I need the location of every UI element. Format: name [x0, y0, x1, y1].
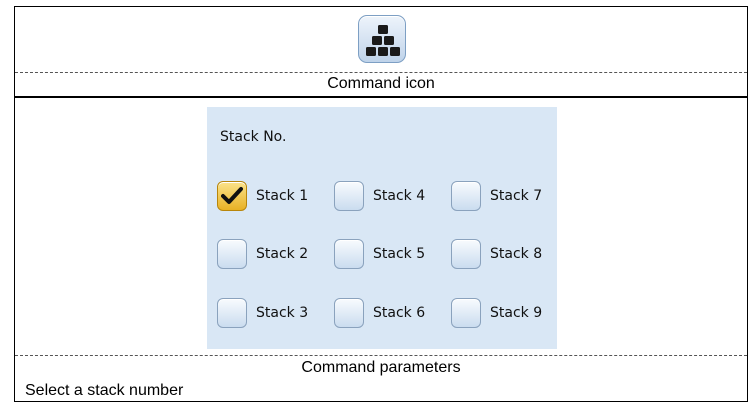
checkbox-checked-box[interactable]	[217, 181, 247, 211]
figure-frame: Command icon Stack No. Stack 1 Stack 2 S…	[14, 6, 748, 402]
stack-2-checkbox[interactable]: Stack 2	[217, 238, 308, 270]
stack-8-label: Stack 8	[490, 246, 543, 262]
checkmark-icon	[221, 187, 243, 204]
checkbox-box[interactable]	[334, 181, 364, 211]
stack-pyramid-icon-graphic	[366, 25, 400, 56]
stack-5-label: Stack 5	[373, 246, 426, 262]
checkbox-box[interactable]	[334, 239, 364, 269]
stack-9-label: Stack 9	[490, 305, 543, 321]
command-parameters-caption: Command parameters	[301, 359, 461, 376]
command-icon-area	[15, 7, 747, 73]
stack-2-label: Stack 2	[256, 246, 309, 262]
stack-3-checkbox[interactable]: Stack 3	[217, 297, 308, 329]
instruction-text: Select a stack number	[25, 382, 184, 399]
stack-6-label: Stack 6	[373, 305, 426, 321]
checkbox-box[interactable]	[451, 298, 481, 328]
stack-3-label: Stack 3	[256, 305, 309, 321]
checkbox-box[interactable]	[334, 298, 364, 328]
stack-pyramid-icon[interactable]	[358, 15, 406, 63]
checkbox-box[interactable]	[451, 181, 481, 211]
stack-7-label: Stack 7	[490, 188, 543, 204]
command-icon-caption: Command icon	[15, 72, 747, 98]
stack-number-title: Stack No.	[220, 129, 287, 145]
stack-5-checkbox[interactable]: Stack 5	[334, 238, 425, 270]
stack-9-checkbox[interactable]: Stack 9	[451, 297, 542, 329]
checkbox-box[interactable]	[217, 298, 247, 328]
stack-6-checkbox[interactable]: Stack 6	[334, 297, 425, 329]
stack-1-checkbox[interactable]: Stack 1	[217, 180, 308, 212]
checkbox-box[interactable]	[217, 239, 247, 269]
stack-4-label: Stack 4	[373, 188, 426, 204]
stack-8-checkbox[interactable]: Stack 8	[451, 238, 542, 270]
command-parameters-area: Command parameters Select a stack number	[15, 355, 747, 402]
stack-4-checkbox[interactable]: Stack 4	[334, 180, 425, 212]
stack-7-checkbox[interactable]: Stack 7	[451, 180, 542, 212]
checkbox-box[interactable]	[451, 239, 481, 269]
stack-1-label: Stack 1	[256, 188, 309, 204]
stack-number-panel: Stack No. Stack 1 Stack 2 Stack 3 Stack …	[207, 107, 557, 349]
